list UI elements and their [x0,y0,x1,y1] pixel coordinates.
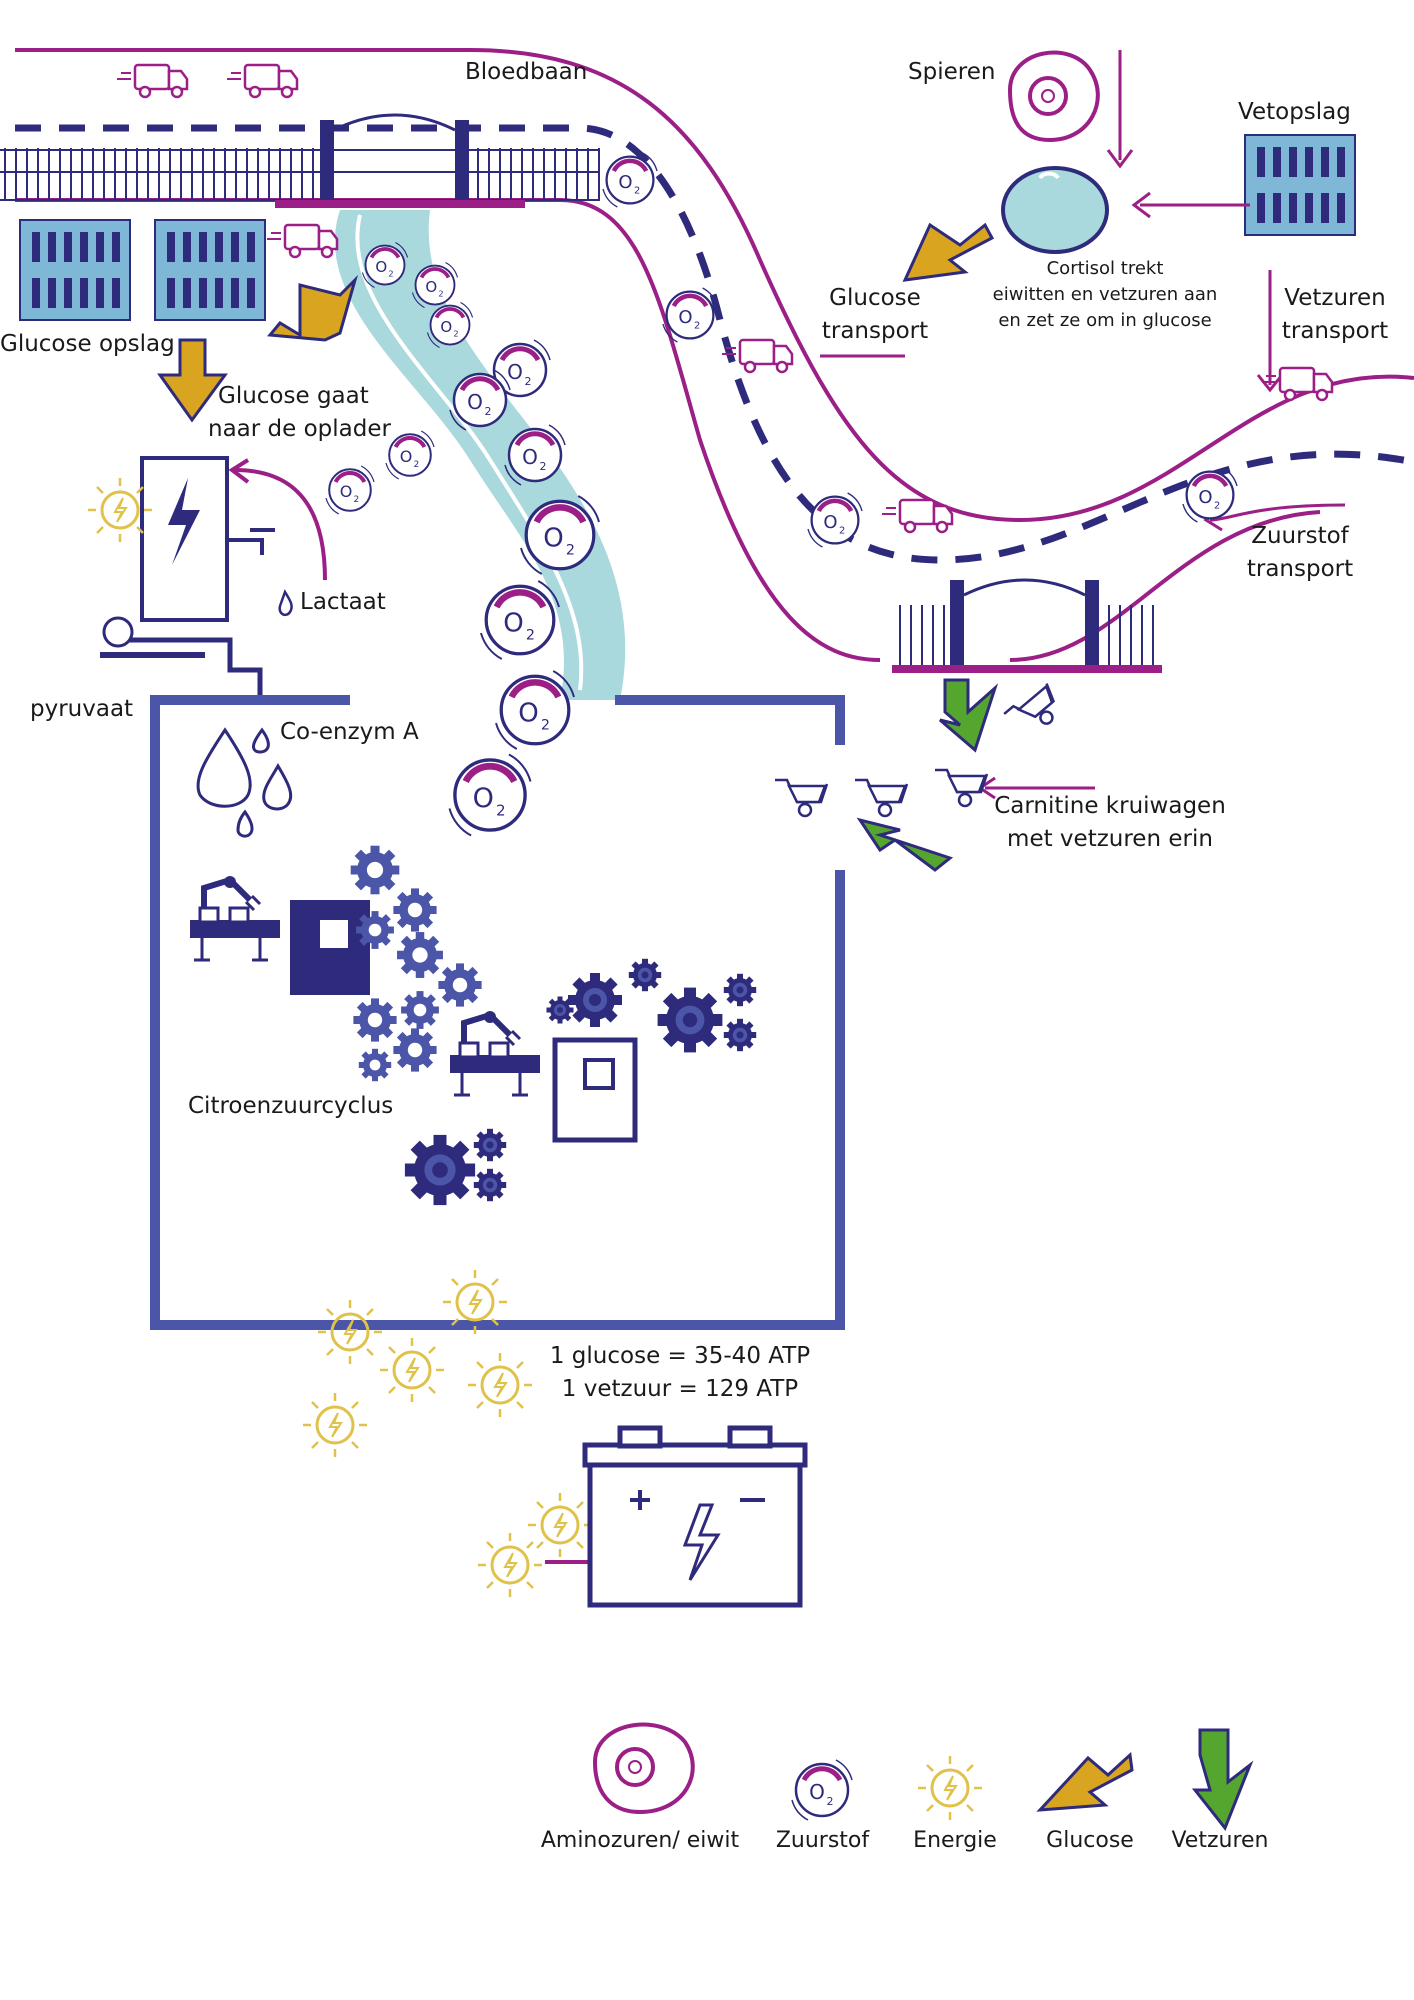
carnitine-label-1: Carnitine kruiwagen [994,793,1226,819]
cortisol-label-1: Cortisol trekt [1046,258,1164,279]
gear [356,911,394,949]
oxygen-bubble [481,581,559,659]
atp-glucose-label: 1 glucose = 35-40 ATP [549,1343,811,1369]
pyruvate-label: pyruvaat [30,696,134,722]
gear [401,991,439,1029]
gear [473,1128,507,1162]
battery-icon [582,1425,808,1608]
gear [358,1048,392,1082]
energy-sun-icon [916,1754,984,1822]
oxygen-bubble [808,493,862,547]
oxygen-transport-label-1: Zuurstof [1251,523,1349,549]
gear [393,1028,437,1072]
energy-sun [466,1351,534,1419]
oxygen-river [334,210,626,700]
gear [723,1018,757,1052]
coenzyme-a-label: Co-enzym A [280,719,419,745]
glucose-transport-label-1: Glucose [829,285,921,311]
cortisol-blob-icon [1001,166,1109,254]
oxygen-bubble [1183,468,1237,522]
lactate-label: Lactaat [300,589,386,615]
gear [723,973,757,1007]
citrate-cycle-gears [350,845,757,1206]
fatty-acid-arrow-gate [939,678,999,753]
muscle-egg-icon [1007,50,1100,143]
glucose-storage-building-2 [154,219,266,321]
energy-sun [301,1391,369,1459]
oxygen-bubble-icon [792,1760,852,1820]
glucose-storage-label: Glucose opslag [0,331,175,357]
cortisol-label-3: en zet ze om in glucose [998,310,1212,331]
mitochondria-box [150,695,845,1330]
gear [404,1134,476,1206]
legend-label-energie: Energie [913,1828,997,1853]
legend-label-aminozuren: Aminozuren/ eiwit [540,1828,740,1853]
oxygen-bubble [603,153,657,207]
gear [393,888,437,932]
citric-acid-cycle-label: Citroenzuurcyclus [188,1093,394,1119]
egg-icon [592,1722,695,1815]
gear [568,973,622,1027]
energy-sun [526,1491,594,1559]
carnitine-label-2: met vetzuren erin [1007,826,1213,852]
fat-storage-label: Vetopslag [1238,99,1351,125]
oxygen-bubble [450,755,531,836]
glucose-charger-icon [100,456,275,700]
bloodstream-label: Bloedbaan [465,59,588,85]
atp-fatty-acid-label: 1 vetzuur = 129 ATP [561,1376,799,1402]
right-gate-base [892,665,1162,673]
fence-bars [4,148,600,200]
gear [628,958,662,992]
gear [657,987,723,1053]
glucose-arrow-down [157,338,228,423]
gate-post-left [320,120,334,200]
cortisol-label-2: eiwitten en vetzuren aan [992,284,1218,305]
oxygen-bubble [326,466,374,514]
glucose-arrow-storage [267,274,359,342]
legend-label-zuurstof: Zuurstof [775,1828,870,1853]
top-gate-base [275,200,525,208]
right-fence [899,605,1154,665]
fatty-acid-arrow-box [856,817,954,872]
fatty-acid-transport-label-2: transport [1281,318,1389,344]
co-enzym-drops [196,727,293,838]
gear [397,932,443,978]
glucose-storage-building-1 [19,219,131,321]
muscles-label: Spieren [908,59,996,85]
gear [473,1168,507,1202]
glucose-arrow-icon [1036,1751,1134,1812]
robot-arm-2 [450,1011,540,1095]
energy-sun [476,1531,544,1599]
glucose-transport-label-2: transport [821,318,929,344]
fatty-acid-transport-label-1: Vetzuren [1284,285,1386,311]
energy-sun [378,1336,446,1404]
energy-sun [316,1298,384,1366]
robot-arm-1 [190,876,280,960]
legend-label-glucose: Glucose [1046,1828,1134,1853]
oxygen-bubble [386,431,434,479]
oxygen-bubble [496,671,574,749]
legend-label-vetzuren: Vetzuren [1171,1828,1269,1853]
legend-icons [592,1722,1254,1831]
glucose-arrow-transport [902,222,995,282]
glucose-to-charger-label-2: naar de oplader [208,416,391,442]
gear [546,996,574,1024]
fatty-acid-arrow-icon [1191,1728,1254,1831]
gate-post-right [455,120,469,200]
oxygen-transport-label-2: transport [1246,556,1354,582]
fat-storage-building [1244,134,1356,236]
gear [350,845,400,895]
gear [438,963,482,1007]
gear [353,998,397,1042]
glucose-to-charger-label-1: Glucose gaat [218,383,369,409]
